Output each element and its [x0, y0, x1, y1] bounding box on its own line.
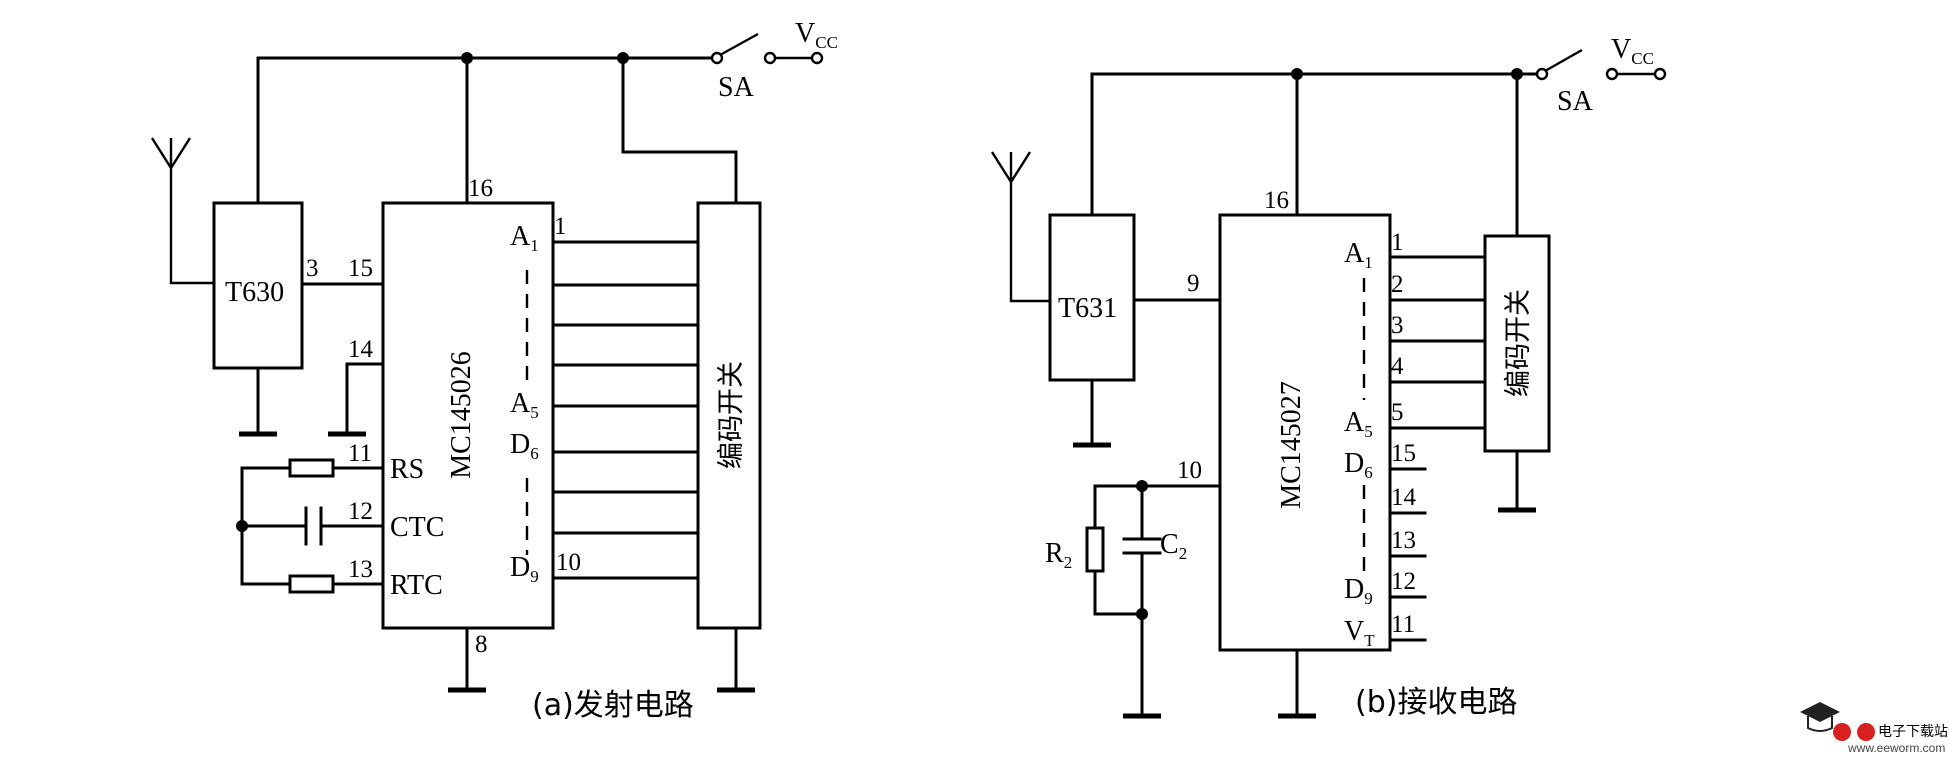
d6-label-b: D6 [1344, 448, 1373, 482]
rc-network-a [236, 458, 385, 594]
pin-13-a: 13 [348, 556, 373, 583]
pin-9-b: 9 [1187, 270, 1200, 297]
pin-14-a: 14 [348, 336, 374, 363]
pin-1-b: 1 [1391, 229, 1404, 256]
vcc-label-b: VCC [1611, 34, 1654, 68]
rc-network-b [1085, 480, 1222, 719]
antenna-b [990, 151, 1050, 303]
watermark-text: 电子下载站 [1878, 724, 1948, 740]
pin-14-b: 14 [1391, 484, 1417, 511]
pin-5-b: 5 [1391, 399, 1404, 426]
encoding-switch-label-b: 编码开关 [1503, 289, 1534, 397]
caption-a: (a)发射电路 [532, 688, 694, 723]
d9-label-b: D9 [1344, 574, 1373, 608]
pin-12-a: 12 [348, 498, 373, 525]
pin-2-b: 2 [1391, 271, 1404, 298]
rs-label: RS [390, 454, 424, 485]
watermark-logo: 电子下载站 www.eeworm.com [1800, 702, 1948, 755]
encoding-switch-label-a: 编码开关 [716, 361, 747, 469]
circuit-a-transmitter: VCC SA T630 16 3 15 14 11 12 13 1 10 8 R… [150, 18, 838, 723]
switch-sa-b [1535, 48, 1667, 81]
chip-mc145026 [381, 201, 555, 630]
antenna-a [150, 137, 214, 285]
module-t630 [212, 201, 304, 370]
r2-label: R2 [1045, 538, 1072, 572]
sa-label-b: SA [1557, 86, 1594, 117]
module-t631 [1048, 213, 1136, 382]
pin-4-b: 4 [1391, 353, 1404, 380]
mc145027-label: MC145027 [1276, 381, 1307, 509]
rtc-label: RTC [390, 570, 443, 601]
t630-label: T630 [225, 277, 284, 308]
encoding-switch-a [696, 201, 762, 630]
pin-11-a: 11 [348, 440, 372, 467]
a5-label-a: A5 [510, 388, 539, 422]
pin-3-b: 3 [1391, 312, 1404, 339]
address-lines-b [1388, 255, 1487, 430]
address-lines-a [551, 240, 700, 580]
watermark-url: www.eeworm.com [1847, 741, 1945, 755]
sa-label-a: SA [718, 72, 755, 103]
pin-10-a: 10 [556, 549, 581, 576]
pin-1-a: 1 [554, 213, 567, 240]
encoding-switch-b [1483, 234, 1551, 453]
chip-mc145027 [1218, 213, 1392, 652]
pin-15-a: 15 [348, 255, 373, 282]
pin-13-b: 13 [1391, 527, 1416, 554]
t631-label: T631 [1058, 293, 1117, 324]
switch-sa-a [710, 32, 824, 65]
a1-label-b: A1 [1344, 238, 1373, 272]
d9-label-a: D9 [510, 552, 539, 586]
vt-label-b: VT [1344, 616, 1375, 650]
data-outputs-b [1388, 467, 1427, 642]
vcc-label-a: VCC [795, 18, 838, 52]
ctc-label: CTC [390, 512, 444, 543]
pin-10-b: 10 [1177, 457, 1202, 484]
pin-11-b: 11 [1391, 611, 1415, 638]
a5-label-b: A5 [1344, 407, 1373, 441]
d6-label-a: D6 [510, 429, 539, 463]
pin-3-a: 3 [306, 255, 319, 282]
pin-16-a: 16 [468, 175, 493, 202]
pin-15-b: 15 [1391, 440, 1416, 467]
c2-label: C2 [1160, 529, 1187, 563]
pin-12-b: 12 [1391, 568, 1416, 595]
pin-8-a: 8 [475, 631, 488, 658]
caption-b: (b)接收电路 [1355, 685, 1517, 720]
pin-16-b: 16 [1264, 187, 1289, 214]
a1-label-a: A1 [510, 221, 539, 255]
circuit-b-receiver: VCC SA T631 16 9 10 1 2 3 4 5 15 14 13 1… [990, 34, 1667, 720]
mc145026-label: MC145026 [446, 351, 477, 479]
